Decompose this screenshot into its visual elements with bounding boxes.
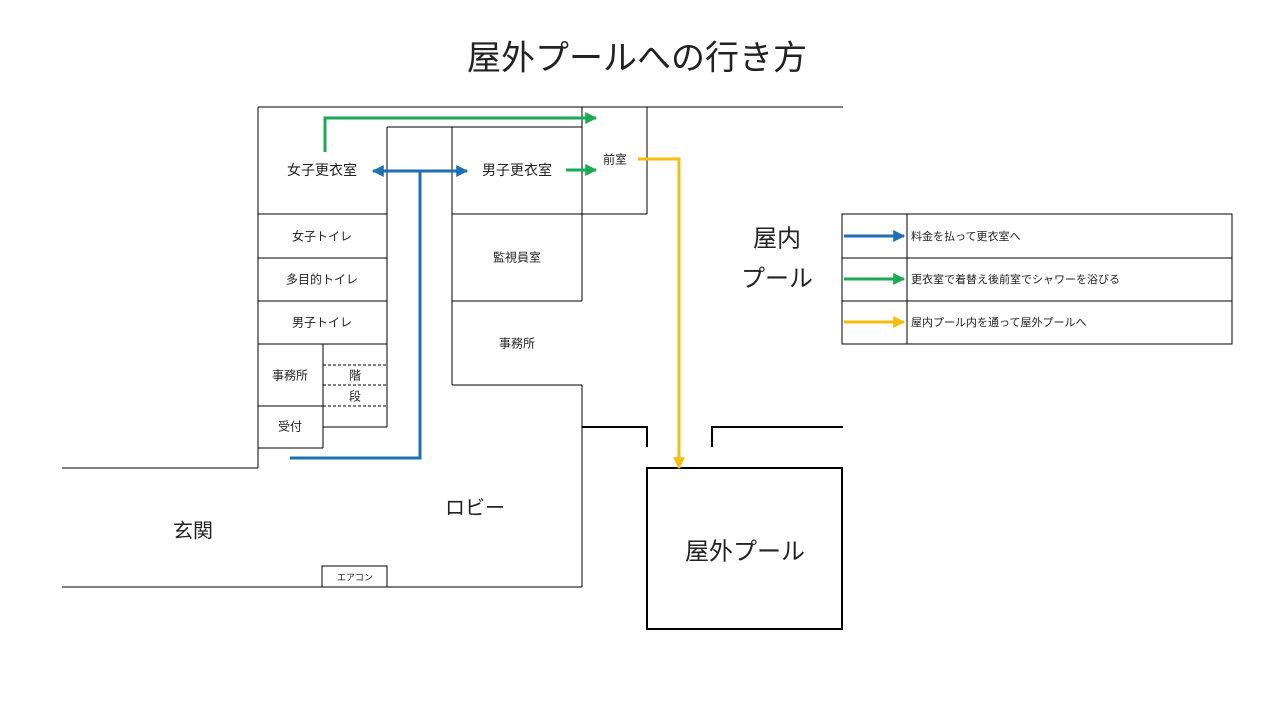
- stairs-bottom-label: 段: [348, 389, 362, 404]
- legend-table: [841, 213, 1233, 345]
- legend-label-blue: 料金を払って更衣室へ: [911, 230, 1021, 243]
- page-title: 屋外プールへの行き方: [467, 38, 807, 79]
- office-label: 事務所: [498, 336, 536, 351]
- mens-toilet-label: 男子トイレ: [291, 315, 353, 330]
- womens-toilet-label: 女子トイレ: [291, 229, 353, 244]
- route-green-top: [323, 112, 598, 152]
- mens-locker-label: 男子更衣室: [482, 163, 552, 179]
- stairs-lines: [323, 364, 387, 407]
- aircon-label: エアコン: [336, 573, 374, 584]
- stairs-top-label: 階: [348, 368, 362, 383]
- legend-label-green: 更衣室で着替え後前室でシャワーを浴びる: [911, 273, 1120, 286]
- monitor-room-label: 監視員室: [492, 250, 542, 265]
- route-blue: [290, 171, 422, 460]
- multipurpose-toilet-label: 多目的トイレ: [285, 272, 359, 287]
- indoor-pool-label-line2: プール: [741, 264, 813, 293]
- entrance-label: 玄関: [173, 518, 213, 543]
- office-small-label: 事務所: [271, 368, 309, 383]
- anteroom-label: 前室: [602, 152, 628, 167]
- lobby-label: ロビー: [445, 495, 505, 520]
- legend-label-yellow: 屋内プール内を通って屋外プールへ: [911, 316, 1087, 329]
- legend-swatches: [844, 230, 906, 328]
- indoor-pool-label-line1: 屋内: [753, 224, 801, 253]
- womens-locker-label: 女子更衣室: [287, 163, 357, 179]
- reception-label: 受付: [277, 419, 303, 434]
- routes: [290, 112, 685, 470]
- outdoor-pool-label: 屋外プール: [685, 537, 805, 566]
- route-yellow: [638, 157, 685, 470]
- walls-thick: [582, 426, 843, 630]
